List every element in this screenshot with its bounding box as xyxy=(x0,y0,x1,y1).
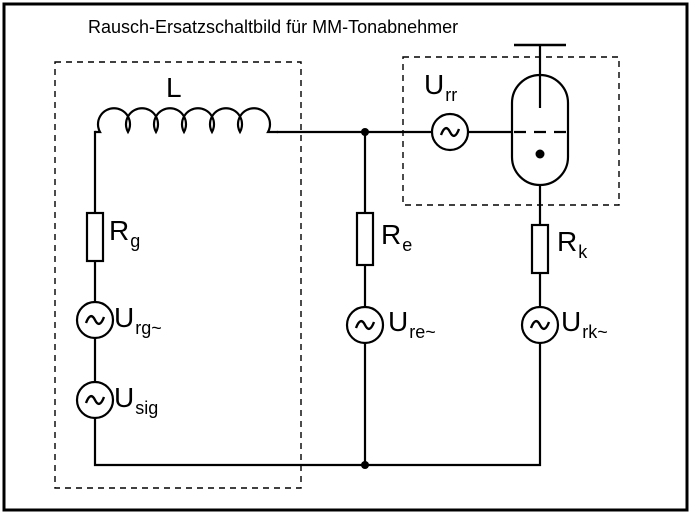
pickup-dashed-box xyxy=(54,61,302,489)
label-ure: Ure~ xyxy=(388,306,436,342)
tube-symbol xyxy=(510,43,570,187)
label-re-sub: e xyxy=(402,235,413,255)
label-re: Re xyxy=(381,219,412,255)
diagram-title: Rausch-Ersatzschaltbild für MM-Tonabnehm… xyxy=(88,17,459,37)
label-urr-sub: rr xyxy=(445,85,458,105)
label-re-main: R xyxy=(381,219,402,250)
inductor-coil xyxy=(95,107,278,135)
label-urk-main: U xyxy=(561,306,582,337)
resistor-rk xyxy=(530,223,550,275)
label-rg-main: R xyxy=(109,215,130,246)
ac-source-icon xyxy=(439,127,461,137)
label-urg: Urg~ xyxy=(114,302,162,338)
source-urr xyxy=(430,112,470,152)
label-urk-sub: rk~ xyxy=(582,322,608,342)
ac-source-icon xyxy=(84,395,106,405)
label-inductor: L xyxy=(166,74,182,102)
source-usig xyxy=(75,380,115,420)
label-rg-sub: g xyxy=(130,231,141,251)
junction-dot-top xyxy=(361,128,369,136)
wires xyxy=(93,130,542,467)
junction-dot-bottom xyxy=(361,461,369,469)
ac-source-icon xyxy=(529,320,551,330)
ac-source-icon xyxy=(84,315,106,325)
label-ure-sub: re~ xyxy=(409,322,436,342)
label-usig: Usig xyxy=(114,382,158,418)
label-rk-main: R xyxy=(557,226,578,257)
tube-cathode-dot xyxy=(535,149,545,159)
ac-source-icon xyxy=(354,320,376,330)
resistor-rg xyxy=(85,211,105,263)
label-urr: Urr xyxy=(424,69,457,105)
label-rk-sub: k xyxy=(578,242,588,262)
label-rk: Rk xyxy=(557,226,587,262)
label-inductor-main: L xyxy=(166,72,182,103)
label-urr-main: U xyxy=(424,69,445,100)
label-usig-main: U xyxy=(114,382,135,413)
label-rg: Rg xyxy=(109,215,140,251)
source-ure xyxy=(345,305,385,345)
label-urg-sub: rg~ xyxy=(135,318,162,338)
label-urk: Urk~ xyxy=(561,306,608,342)
resistor-re xyxy=(355,211,375,267)
label-usig-sub: sig xyxy=(135,398,159,418)
inductor-symbol xyxy=(95,107,278,135)
source-urg xyxy=(75,300,115,340)
label-urg-main: U xyxy=(114,302,135,333)
label-ure-main: U xyxy=(388,306,409,337)
source-urk xyxy=(520,305,560,345)
